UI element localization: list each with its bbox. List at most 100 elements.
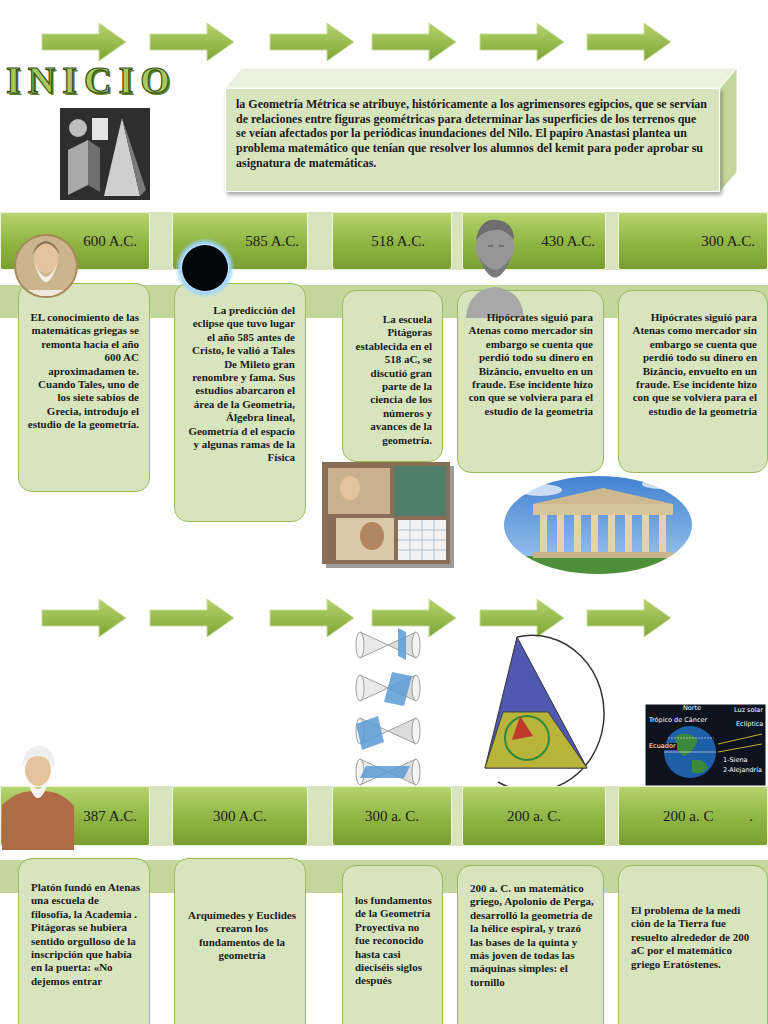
- cube-art: [68, 140, 88, 195]
- year-label: 600 A.C.: [83, 233, 137, 250]
- globe-figure: [676, 734, 698, 756]
- globe-figure: [692, 760, 708, 774]
- parthenon-picture: [574, 514, 581, 552]
- timeline-arrows: [150, 599, 234, 637]
- timeline-bar: [0, 786, 768, 846]
- event-box: EL conocimiento de las matemáticas grieg…: [18, 283, 150, 492]
- timeline-arrows: [42, 23, 126, 61]
- timeline-arrows: [270, 599, 354, 637]
- cones-figure: [412, 675, 420, 701]
- intro-box: la Geometría Métrica se atribuye, histór…: [225, 88, 720, 192]
- cones-figure: [356, 675, 364, 701]
- hippocrates-bust: [478, 255, 512, 278]
- cones-figure: [360, 766, 410, 778]
- thales-portrait: [15, 235, 77, 302]
- event-box: Hipócrates siguió para Atenas como merca…: [618, 290, 768, 473]
- body-text: Hipócrates siguió para Atenas como merca…: [466, 311, 593, 418]
- parthenon-picture: [625, 514, 632, 552]
- eclipse-picture: [182, 245, 228, 291]
- triangle-figure: [505, 716, 549, 760]
- year-band: 300 A.C.: [618, 212, 768, 270]
- parthenon-picture: [533, 488, 673, 504]
- collage-picture: [322, 462, 454, 568]
- plato-portrait: [2, 746, 74, 850]
- eclipse-picture: [175, 238, 235, 298]
- body-text: La escuela Pitágoras establecida en el 5…: [351, 313, 432, 447]
- body-text: La predicción del eclipse que tuvo lugar…: [183, 304, 295, 465]
- hippocrates-bust: [488, 245, 504, 246]
- parthenon-picture: [642, 514, 649, 552]
- body-text: Arquímedes y Euclides crearon los fundam…: [187, 909, 297, 963]
- triangle-figure: [485, 635, 604, 791]
- timeline-arrows: [270, 23, 354, 61]
- year-band: 300 a. C.: [332, 786, 452, 846]
- thales-portrait: [15, 235, 77, 297]
- year-band: 200 a. C.: [462, 786, 606, 846]
- parthenon-picture: [503, 475, 693, 575]
- timeline-arrows: [372, 599, 456, 637]
- cube-art: [69, 119, 87, 137]
- cones-figure: [356, 759, 364, 785]
- cube-art: [122, 118, 146, 196]
- triangle-figure: [485, 637, 587, 768]
- figure-label: 2-Alejandría: [722, 767, 763, 774]
- parthenon-picture: [659, 514, 666, 552]
- collage-picture: [328, 468, 390, 514]
- figure-label: Eclíptica: [735, 721, 764, 728]
- body-text: EL conocimiento de las matemáticas grieg…: [27, 311, 139, 432]
- cones-figure: [398, 628, 406, 660]
- body-text: El problema de la medi ción de la Tierra…: [631, 904, 759, 971]
- cones-figure: [412, 718, 420, 744]
- cones-figure: [356, 716, 384, 750]
- collage-picture: [360, 522, 384, 550]
- body-text: Hipócrates siguió para Atenas como merca…: [627, 311, 757, 418]
- globe-figure: [645, 704, 766, 786]
- cube-art: [60, 108, 150, 200]
- event-box: 200 a. C. un matemático griego, Apolonio…: [457, 865, 604, 1024]
- parthenon-picture: [533, 552, 673, 558]
- parthenon-picture: [500, 472, 696, 580]
- event-box: Hipócrates siguió para Atenas como merca…: [457, 290, 604, 473]
- parthenon-picture: [557, 514, 564, 552]
- year-label: 585 A.C.: [245, 233, 299, 250]
- timeline-arrows: [42, 599, 126, 637]
- page-title: INICIO: [6, 58, 177, 102]
- event-box: los fundamentos de la Geometría Proyecti…: [342, 865, 443, 1024]
- year-label: 300 a. C.: [365, 808, 419, 825]
- body-text: Platón fundó en Atenas una escuela de fi…: [31, 881, 141, 988]
- thales-portrait: [34, 262, 58, 282]
- collage-picture: [322, 462, 450, 564]
- cones-figure: [384, 672, 412, 706]
- thales-portrait: [32, 241, 60, 255]
- figure-label: Norte: [682, 705, 702, 712]
- intro-box-faces: [225, 68, 737, 192]
- year-label: 200 a. C.: [507, 808, 561, 825]
- figure-label: 1-Siena: [722, 757, 749, 764]
- cones-figure: [356, 632, 364, 658]
- year-label: 387 A.C.: [83, 808, 137, 825]
- figure-label: Trópico de Cáncer: [648, 717, 708, 724]
- event-box: Arquímedes y Euclides crearon los fundam…: [174, 858, 306, 1024]
- parthenon-picture: [591, 514, 598, 552]
- globe-figure: [718, 744, 762, 752]
- plato-portrait: [26, 776, 50, 798]
- plato-portrait: [2, 791, 74, 850]
- timeline-arrows: [480, 23, 564, 61]
- cube-art: [88, 140, 100, 192]
- timeline-arrows: [372, 23, 456, 61]
- event-box: Platón fundó en Atenas una escuela de fi…: [18, 858, 150, 1024]
- collage-picture: [394, 466, 446, 516]
- body-text: 200 a. C. un matemático griego, Apolonio…: [470, 882, 595, 989]
- globe-figure: [645, 704, 766, 786]
- intro-box-faces: [225, 68, 737, 88]
- hippocrates-bust: [466, 220, 524, 318]
- timeline-arrows: [587, 599, 671, 637]
- intro-box-faces: [720, 68, 737, 192]
- collage-picture: [340, 476, 360, 500]
- timeline-bar: [0, 212, 768, 893]
- hippocrates-bust: [466, 287, 524, 318]
- parthenon-picture: [608, 514, 615, 552]
- timeline-arrows: [587, 23, 671, 61]
- thales-portrait: [18, 290, 74, 302]
